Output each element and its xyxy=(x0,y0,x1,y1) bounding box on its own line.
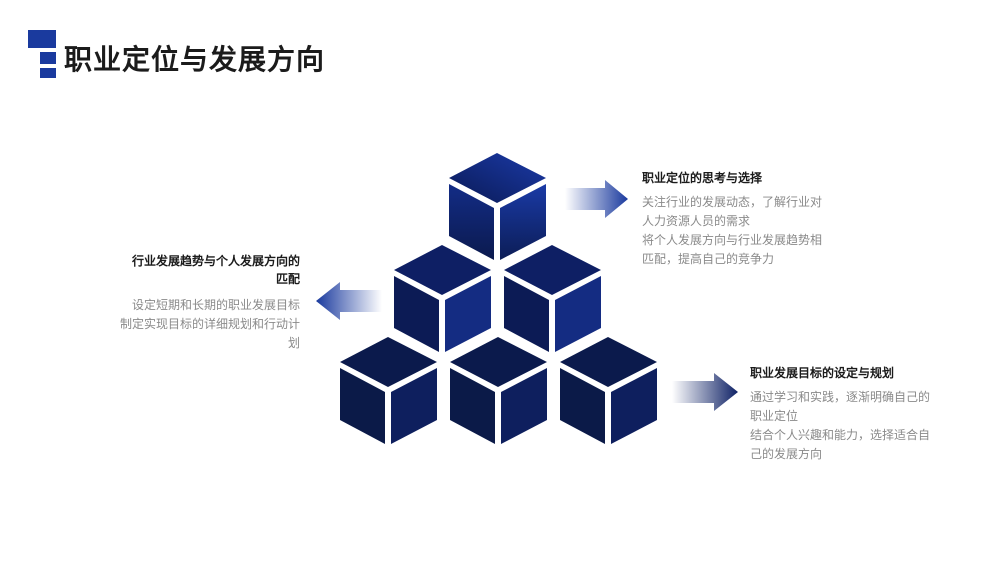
block-line: 匹配，提高自己的竞争力 xyxy=(642,252,775,266)
block-line: 设定短期和长期的职业发展目标 xyxy=(131,298,300,312)
cube-bottom-left xyxy=(340,337,437,444)
block-heading: 职业定位的思考与选择 xyxy=(642,171,763,185)
block-heading-line1: 行业发展趋势与个人发展方向的 xyxy=(131,254,300,268)
block-line: 划 xyxy=(287,336,300,350)
block-industry-trend: 行业发展趋势与个人发展方向的 匹配 设定短期和长期的职业发展目标 制定实现目标的… xyxy=(98,252,300,353)
page-title: 职业定位与发展方向 xyxy=(64,43,326,76)
title-logo xyxy=(28,30,56,78)
block-line: 关注行业的发展动态，了解行业对 xyxy=(642,195,823,209)
arrow-right-bottom xyxy=(672,373,738,411)
block-heading: 职业发展目标的设定与规划 xyxy=(750,366,895,380)
block-line: 结合个人兴趣和能力，选择适合自 xyxy=(750,428,931,442)
cube-middle-left xyxy=(394,245,491,352)
block-heading-line2: 匹配 xyxy=(275,272,300,286)
cube-top xyxy=(449,153,546,260)
arrow-right-top xyxy=(565,180,628,218)
block-line: 制定实现目标的详细规划和行动计 xyxy=(119,317,300,331)
block-heading: 行业发展趋势与个人发展方向的 匹配 xyxy=(98,252,300,288)
cube-bottom-right xyxy=(560,337,657,444)
block-line: 人力资源人员的需求 xyxy=(642,214,751,228)
block-career-positioning: 职业定位的思考与选择 关注行业的发展动态，了解行业对 人力资源人员的需求 将个人… xyxy=(642,169,842,269)
block-line: 己的发展方向 xyxy=(750,447,823,461)
block-line: 通过学习和实践，逐渐明确自己的 xyxy=(750,390,931,404)
cube-middle-right xyxy=(504,245,601,352)
block-line: 职业定位 xyxy=(750,409,799,423)
arrow-left-middle xyxy=(316,282,382,320)
cube-bottom-middle xyxy=(450,337,547,444)
block-career-goals: 职业发展目标的设定与规划 通过学习和实践，逐渐明确自己的 职业定位 结合个人兴趣… xyxy=(750,364,950,464)
block-line: 将个人发展方向与行业发展趋势相 xyxy=(642,233,823,247)
